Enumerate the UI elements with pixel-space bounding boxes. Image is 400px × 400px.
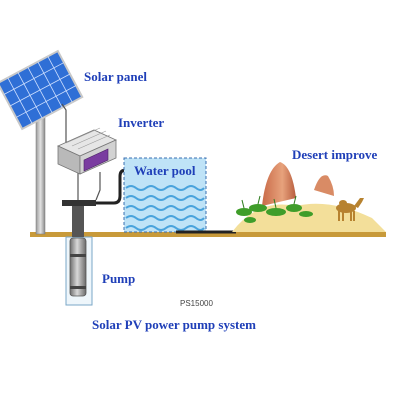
desert-landscape-icon bbox=[232, 162, 386, 232]
water-pool-label: Water pool bbox=[134, 163, 196, 178]
diagram-caption: Solar PV power pump system bbox=[92, 317, 256, 332]
inverter-label: Inverter bbox=[118, 115, 165, 130]
ground-line bbox=[30, 232, 386, 237]
submersible-pump-icon bbox=[62, 168, 134, 306]
solar-panel-icon bbox=[0, 49, 84, 235]
pump-label: Pump bbox=[102, 271, 136, 286]
model-code-label: PS15000 bbox=[180, 299, 213, 308]
water-pool-icon bbox=[123, 157, 236, 234]
camel-icon bbox=[336, 198, 364, 221]
solar-panel-label: Solar panel bbox=[84, 69, 147, 84]
desert-improve-label: Desert improve bbox=[292, 147, 378, 162]
inverter-icon bbox=[57, 127, 117, 175]
